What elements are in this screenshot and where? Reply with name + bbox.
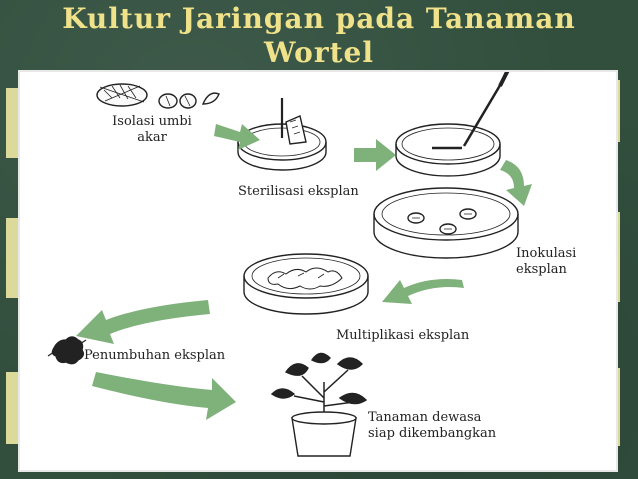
petri-dish-pipette-icon [395, 72, 510, 177]
arrow-penumbuhan-to-tanaman [92, 372, 236, 420]
label-tanaman-line-2: siap dikembangkan [368, 426, 497, 441]
label-inokulasi-line-2: eksplan [516, 262, 567, 277]
carrot-slices-icon [158, 92, 220, 109]
potted-plant-icon [270, 352, 368, 457]
tape-left-bottom [6, 372, 20, 444]
label-penumbuhan: Penumbuhan eksplan [84, 348, 226, 363]
label-tanaman-line-1: Tanaman dewasa [368, 410, 482, 425]
tape-left-top [6, 88, 20, 158]
carrot-root-icon [96, 83, 148, 107]
arrow-sterilisasi-to-pipette [354, 139, 396, 171]
label-inokulasi: Inokulasi eksplan [516, 246, 576, 278]
arrow-multiplikasi-to-penumbuhan [76, 300, 210, 344]
slide-title: Kultur Jaringan pada Tanaman Wortel [0, 2, 638, 70]
label-tanaman: Tanaman dewasa siap dikembangkan [368, 410, 496, 442]
arrow-pipette-to-inokulasi [500, 160, 532, 206]
label-isolasi-line-2: akar [137, 130, 167, 145]
petri-dish-sterilization-icon [237, 98, 327, 171]
arrow-inokulasi-to-multiplikasi [382, 279, 464, 304]
label-sterilisasi: Sterilisasi eksplan [238, 184, 359, 199]
petri-dish-inoculation-icon [373, 187, 519, 259]
tape-left-middle [6, 218, 20, 298]
title-line-1: Kultur Jaringan pada Tanaman [62, 2, 576, 35]
process-arrows [76, 124, 532, 420]
plantlet-icon [47, 336, 87, 365]
title-line-2: Wortel [264, 36, 374, 69]
label-isolasi-line-1: Isolasi umbi [112, 114, 192, 129]
label-isolasi: Isolasi umbi akar [104, 114, 200, 146]
label-inokulasi-line-1: Inokulasi [516, 246, 577, 261]
label-multiplikasi: Multiplikasi eksplan [336, 328, 470, 343]
arrow-isolasi-to-sterilisasi [214, 124, 260, 150]
diagram-panel: Isolasi umbi akar Sterilisasi eksplan In… [20, 72, 616, 470]
process-diagram [47, 72, 532, 457]
petri-dish-multiplication-icon [243, 253, 369, 315]
